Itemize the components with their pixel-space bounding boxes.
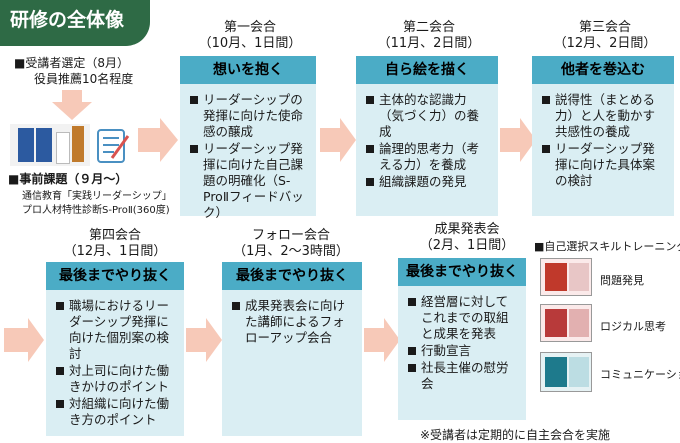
stage-3-name: 第三会合 <box>578 20 631 35</box>
stage-2-bullet: 主体的な認識力（気づく力）の養成 <box>379 92 480 139</box>
skill-logical-thinking: ロジカル思考 <box>600 320 666 333</box>
prework-course: 通信教育「実践リーダーシップ」 <box>22 191 172 202</box>
stage-6-card: 最後までやり抜く 経営層に対してこれまでの取組と成果を発表 行動宣言 社長主催の… <box>398 258 526 420</box>
stage-4-bullet: 対上司に向けた働きかけのポイント <box>69 363 170 394</box>
selection-detail: 役員推薦10名程度 <box>34 72 134 86</box>
stage-6-heading: 最後までやり抜く <box>398 258 526 286</box>
flow-arrow <box>500 118 536 162</box>
stage-6-bullet: 行動宣言 <box>421 343 472 358</box>
flow-arrow <box>320 118 356 162</box>
prework-label: ■事前課題（９月～） <box>8 172 128 186</box>
stage-3-bullet: リーダーシップ発揮に向けた具体案の検討 <box>555 141 656 188</box>
flow-arrow <box>364 318 400 362</box>
stage-5-name: フォロー会合 <box>251 228 330 243</box>
stage-6-name: 成果発表会 <box>434 222 500 237</box>
stage-5-bullet: 成果発表会に向けた講師によるフォローアップ会合 <box>245 298 346 345</box>
stage-2-bullet: 論理的思考力（考える力）を養成 <box>379 141 480 172</box>
stage-3-when: （12月、2日間） <box>553 36 657 51</box>
checklist-icon <box>97 129 130 163</box>
stage-4-bullet: 対組織に向けた働き方のポイント <box>69 396 170 427</box>
stage-2-name: 第二会合 <box>402 20 455 35</box>
selection-label: ■受講者選定（8月） <box>14 56 129 70</box>
stage-6-when: （2月、1日間） <box>419 238 515 253</box>
page-title: 研修の全体像 <box>0 0 150 46</box>
stage-1-bullet: リーダーシップの発揮に向けた使命感の醸成 <box>203 92 304 139</box>
stage-2-when: （11月、2日間） <box>377 36 481 51</box>
stage-4-card: 最後までやり抜く 職場におけるリーダーシップ発揮に向けた個別案の検討 対上司に向… <box>46 262 184 436</box>
stage-6-bullet: 経営層に対してこれまでの取組と成果を発表 <box>421 294 509 341</box>
stage-6-bullet: 社長主催の慰労会 <box>421 360 509 391</box>
stage-2-heading: 自ら絵を描く <box>356 56 498 84</box>
skills-title: ■自己選択スキルトレーニング <box>534 240 680 253</box>
flow-arrow <box>138 118 178 162</box>
communication-book-image <box>540 352 592 392</box>
prework-diagnosis: プロ人材特性診断S-ProⅡ(360度) <box>22 205 170 216</box>
stage-4-when: （12月、1日間） <box>63 244 167 259</box>
stage-3-card: 他者を巻込む 説得性（まとめる力）と人を動かす共感性の養成 リーダーシップ発揮に… <box>532 56 674 216</box>
stage-2-card: 自ら絵を描く 主体的な認識力（気づく力）の養成 論理的思考力（考える力）を養成 … <box>356 56 498 216</box>
stage-5-when: （1月、2～3時間） <box>233 244 349 259</box>
logical-thinking-book-image <box>540 304 592 342</box>
flow-arrow <box>186 318 222 362</box>
stage-3-heading: 他者を巻込む <box>532 56 674 84</box>
skill-problem-finding: 問題発見 <box>600 274 644 287</box>
stage-4-bullet: 職場におけるリーダーシップ発揮に向けた個別案の検討 <box>69 298 170 361</box>
stage-4-heading: 最後までやり抜く <box>46 262 184 290</box>
down-arrow-icon <box>52 90 92 120</box>
stage-5-card: 最後までやり抜く 成果発表会に向けた講師によるフォローアップ会合 <box>222 262 362 436</box>
stage-1-when: （10月、1日間） <box>198 36 302 51</box>
stage-5-heading: 最後までやり抜く <box>222 262 362 290</box>
stage-1-bullet: リーダーシップ発揮に向けた自己課題の明確化（S-ProⅡフィードバック） <box>203 141 304 220</box>
stage-1-name: 第一会合 <box>223 20 276 35</box>
stage-1-heading: 想いを抱く <box>180 56 316 84</box>
stage-2-bullet: 組織課題の発見 <box>379 174 467 189</box>
flow-arrow <box>4 318 44 362</box>
footnote: ※受講者は定期的に自主会合を実施 <box>420 428 611 442</box>
skill-communication: コミュニケーション <box>600 368 680 381</box>
problem-finding-book-image <box>540 258 592 296</box>
stage-3-bullet: 説得性（まとめる力）と人を動かす共感性の養成 <box>555 92 656 139</box>
stage-1-card: 想いを抱く リーダーシップの発揮に向けた使命感の醸成 リーダーシップ発揮に向けた… <box>180 56 316 220</box>
stage-4-name: 第四会合 <box>88 228 141 243</box>
textbook-image <box>10 124 90 166</box>
